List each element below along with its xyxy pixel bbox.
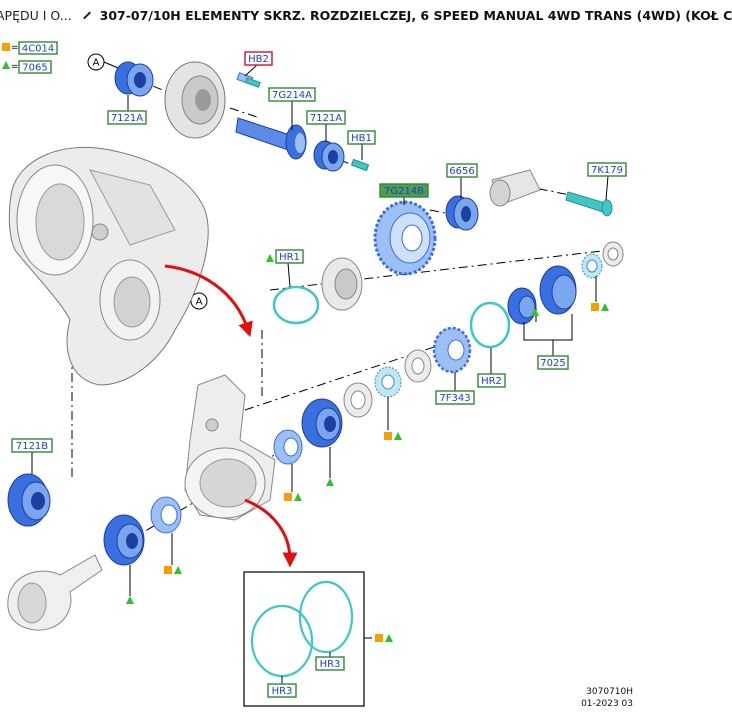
label-hb2[interactable]: HB2 — [244, 51, 273, 66]
green-triangle-icon — [266, 254, 274, 262]
chevron-right-icon — [82, 11, 91, 19]
markers — [126, 254, 609, 604]
inset-snap-rings-box — [243, 571, 393, 707]
red-arrow-icon — [244, 498, 298, 568]
output-shaft[interactable] — [489, 169, 541, 207]
label-7121a-top[interactable]: 7121A — [107, 110, 147, 125]
breadcrumb-header: APĘDU I O... 307-07/10H ELEMENTY SKRZ. R… — [0, 0, 732, 30]
label-7k179[interactable]: 7K179 — [587, 162, 627, 177]
svg-text:HR3: HR3 — [272, 686, 293, 697]
snap-ring-hr1[interactable] — [272, 285, 320, 325]
red-arrow-icon — [164, 264, 253, 338]
green-triangle-icon — [394, 432, 402, 440]
exploded-parts-diagram: = 4C014 = 7065 A A — [2, 41, 627, 707]
svg-text:HR1: HR1 — [279, 252, 300, 263]
svg-text:A: A — [93, 58, 100, 69]
orange-square-icon — [591, 303, 599, 311]
shaft-7g214a[interactable] — [235, 117, 307, 160]
orange-square-icon — [375, 634, 383, 642]
svg-text:6656: 6656 — [449, 166, 474, 177]
svg-text:HR3: HR3 — [320, 659, 341, 670]
snap-ring-hr2[interactable] — [469, 301, 511, 349]
lock-washer-middle[interactable] — [374, 366, 402, 398]
callout-a-case: A — [190, 292, 208, 310]
orange-square-icon — [164, 566, 172, 574]
bolt-7k179[interactable] — [565, 191, 613, 217]
legend-green-code[interactable]: 7065 — [22, 63, 47, 74]
bearing-7121a-top[interactable] — [114, 61, 154, 97]
green-triangle-icon — [294, 493, 302, 501]
label-hr1[interactable]: HR1 — [275, 249, 304, 264]
legend: = 4C014 = 7065 — [2, 41, 58, 74]
green-triangle-icon — [2, 61, 10, 69]
bearing-7025-outer[interactable] — [539, 265, 577, 315]
flange-housing[interactable] — [164, 61, 226, 139]
green-triangle-icon — [126, 596, 134, 604]
bearing-7121b[interactable] — [7, 473, 51, 527]
bolt-hb1[interactable] — [350, 158, 370, 172]
label-7g214a[interactable]: 7G214A — [268, 87, 316, 102]
svg-text:7121B: 7121B — [16, 441, 48, 452]
gear-7f343[interactable] — [432, 326, 472, 374]
green-triangle-icon — [174, 566, 182, 574]
svg-text:=: = — [11, 43, 19, 53]
label-hr3-a[interactable]: HR3 — [267, 683, 297, 698]
svg-text:HB1: HB1 — [351, 133, 372, 144]
svg-text:HB2: HB2 — [248, 54, 269, 65]
label-6656[interactable]: 6656 — [446, 163, 478, 178]
svg-text:7F343: 7F343 — [439, 393, 470, 404]
bolt-hb2[interactable] — [236, 72, 261, 88]
pinion-shaft[interactable] — [7, 554, 103, 631]
label-hr2[interactable]: HR2 — [477, 373, 506, 388]
breadcrumb-parent[interactable]: APĘDU I O... — [0, 7, 72, 23]
diagram-date: 01-2023 03 — [581, 699, 633, 709]
callout-a-top: A — [87, 53, 119, 71]
green-triangle-icon — [601, 303, 609, 311]
svg-text:7K179: 7K179 — [591, 165, 623, 176]
orange-square-icon — [284, 493, 292, 501]
seal-lower[interactable] — [150, 496, 182, 534]
legend-orange-code[interactable]: 4C014 — [22, 44, 54, 55]
bearing-6656[interactable] — [445, 195, 479, 231]
svg-text:7121A: 7121A — [111, 113, 143, 124]
bearing-gray-upper[interactable] — [321, 257, 363, 311]
svg-text:7G214A: 7G214A — [272, 90, 312, 101]
orange-square-icon — [384, 432, 392, 440]
page-title: 307-07/10H ELEMENTY SKRZ. ROZDZIELCZEJ, … — [99, 7, 732, 23]
thrust-washer-left[interactable] — [343, 382, 373, 418]
washer-right-end[interactable] — [602, 241, 624, 267]
lock-washer-right[interactable] — [581, 253, 603, 279]
label-7025[interactable]: 7025 — [537, 355, 569, 370]
svg-text:7121A: 7121A — [310, 113, 342, 124]
svg-text:A: A — [196, 297, 203, 308]
label-hr3-b[interactable]: HR3 — [315, 656, 345, 671]
green-triangle-icon — [326, 478, 334, 486]
thrust-washer-middle[interactable] — [404, 349, 432, 383]
bearing-center-blue[interactable] — [301, 398, 343, 448]
svg-text:HR2: HR2 — [481, 376, 502, 387]
gear-7g214b[interactable] — [373, 200, 437, 276]
label-7121b[interactable]: 7121B — [11, 438, 53, 453]
bearing-lower[interactable] — [103, 514, 145, 566]
bearing-7025-inner[interactable] — [507, 287, 537, 325]
diagram-footer: 3070710H 01-2023 03 — [581, 686, 633, 710]
label-7g214b[interactable]: 7G214B — [379, 183, 429, 198]
label-7f343[interactable]: 7F343 — [435, 390, 475, 405]
svg-text:=: = — [11, 62, 19, 72]
diagram-reference: 3070710H — [586, 687, 633, 697]
orange-square-icon — [2, 43, 10, 51]
bearing-7121a-mid[interactable] — [313, 140, 345, 172]
extension-housing[interactable] — [184, 374, 276, 521]
svg-text:7025: 7025 — [540, 358, 565, 369]
label-hb1[interactable]: HB1 — [347, 130, 376, 145]
snap-ring-hr3-b[interactable] — [298, 580, 354, 654]
green-triangle-icon — [531, 308, 539, 316]
green-triangle-icon — [385, 634, 393, 642]
svg-text:7G214B: 7G214B — [384, 186, 424, 197]
label-7121a-mid[interactable]: 7121A — [306, 110, 346, 125]
seal-center[interactable] — [273, 429, 303, 465]
transfer-case-housing[interactable] — [8, 146, 209, 386]
